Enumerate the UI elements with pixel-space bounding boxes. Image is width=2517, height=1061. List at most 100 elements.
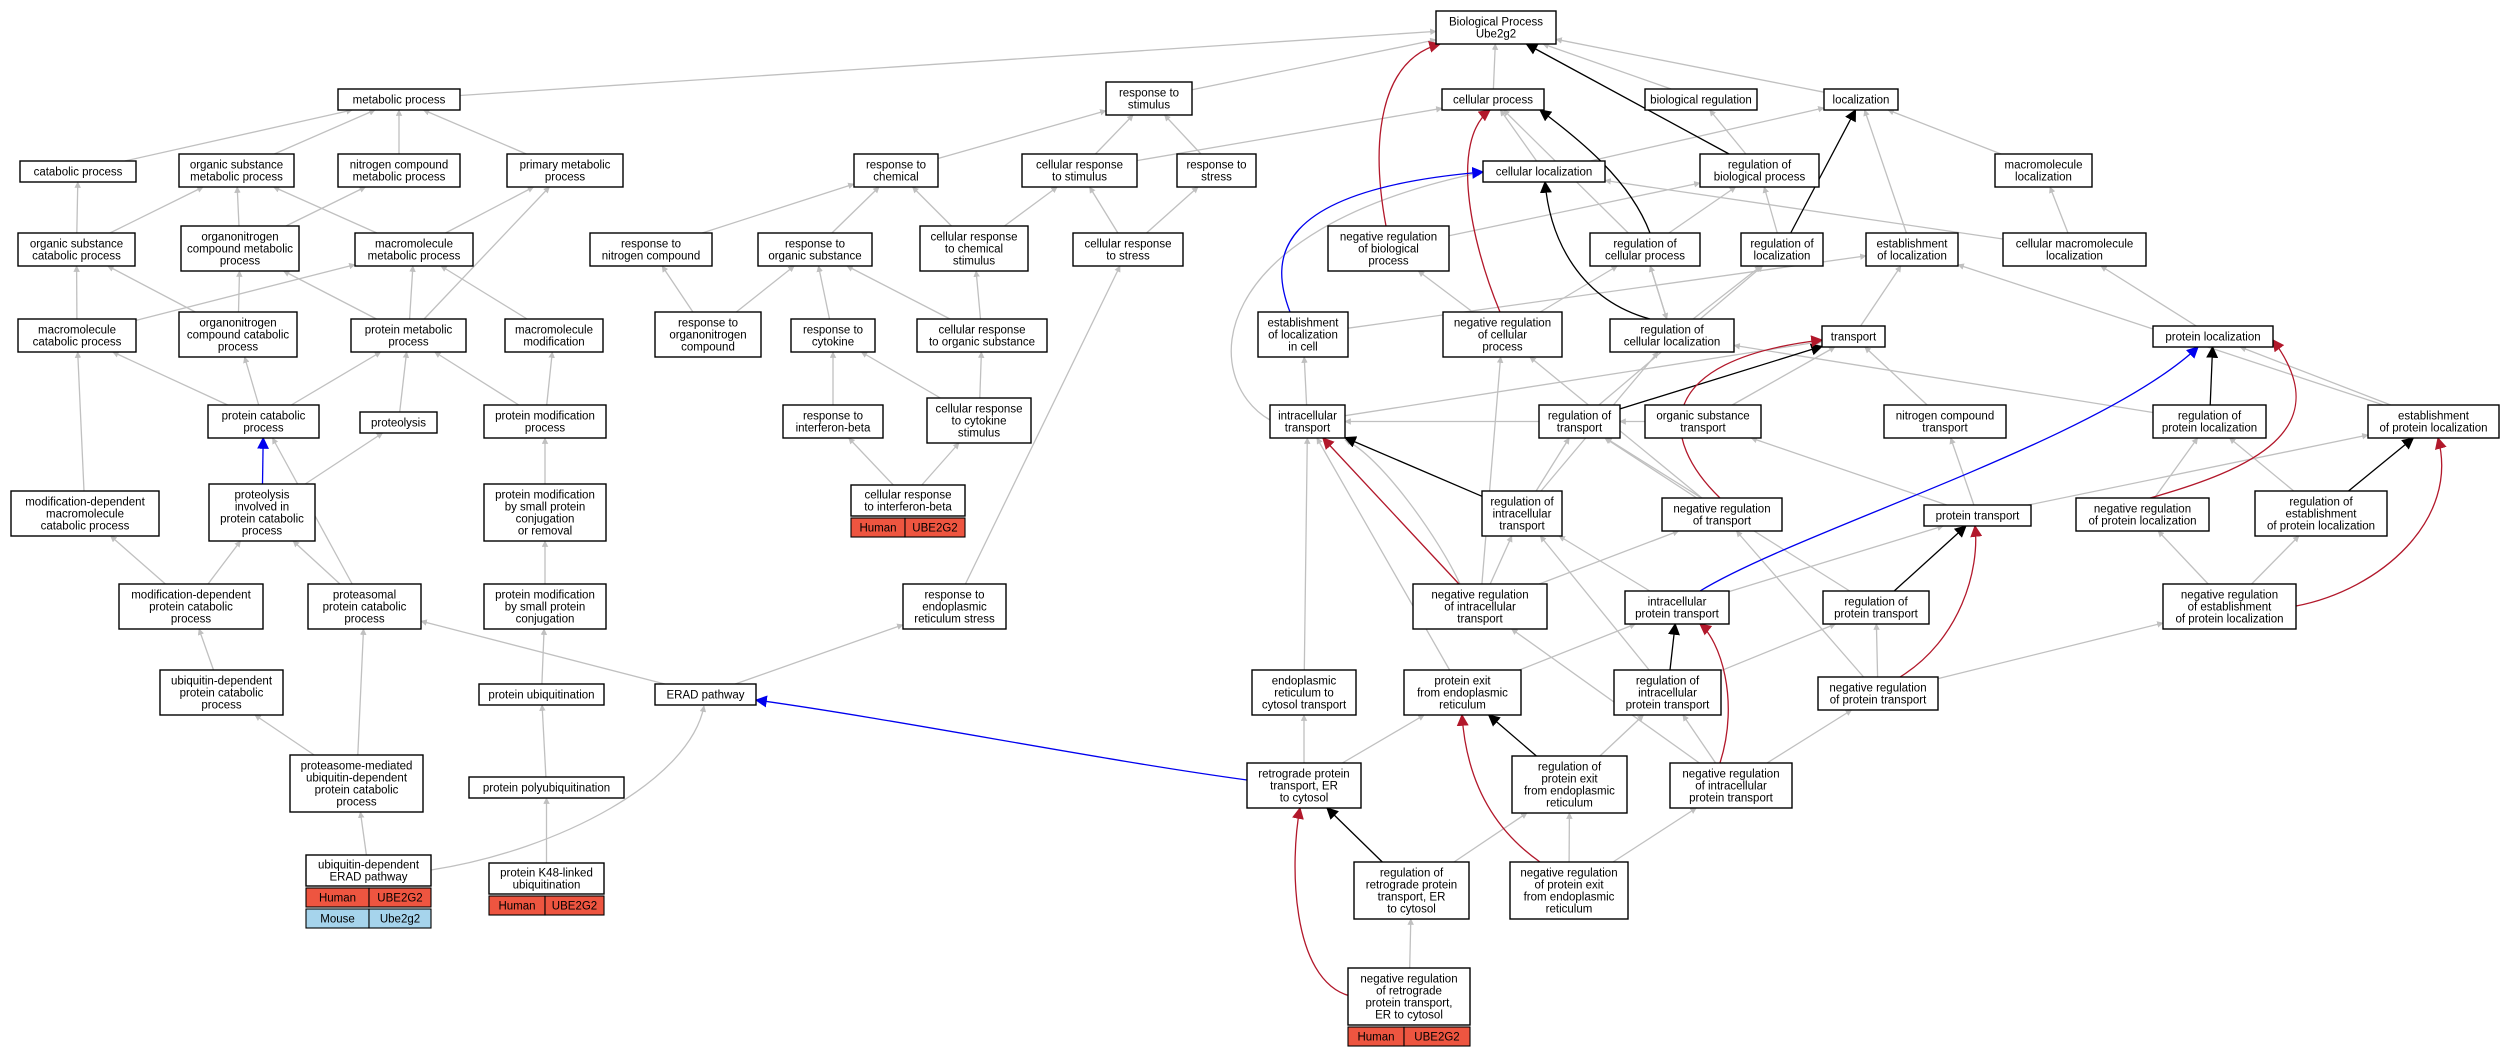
term-label-line: process bbox=[242, 526, 283, 538]
term-box bbox=[2254, 490, 2388, 537]
go-term-cell-proc[interactable]: cellular process bbox=[1441, 88, 1545, 111]
term-box bbox=[782, 404, 884, 439]
term-label-line: of transport bbox=[1693, 516, 1752, 528]
go-term-prot-polyubiq[interactable]: protein polyubiquitination bbox=[468, 776, 625, 799]
go-term-catabolic[interactable]: catabolic process bbox=[19, 160, 137, 183]
term-label-line: localization bbox=[2015, 172, 2072, 184]
edge-neg_reg_intra_prot-to-neg_reg_prot_trans bbox=[1766, 709, 1853, 764]
go-term-mod-dep-macro[interactable]: modification-dependentmacromoleculecatab… bbox=[10, 490, 160, 537]
go-term-prot-loc[interactable]: protein localization bbox=[2152, 325, 2274, 348]
go-term-proteasome-med[interactable]: proteasome-mediatedubiquitin-dependentpr… bbox=[289, 754, 424, 813]
term-label-line: ubiquitin-dependent bbox=[306, 773, 408, 785]
go-term-localization[interactable]: localization bbox=[1823, 88, 1899, 111]
term-label-line: macromolecule bbox=[46, 509, 124, 521]
term-label-line: retrograde protein bbox=[1366, 880, 1457, 892]
go-term-erad[interactable]: ERAD pathway bbox=[654, 683, 757, 706]
go-term-prot-trans[interactable]: protein transport bbox=[1923, 504, 2032, 527]
term-label-line: cellular response bbox=[1036, 160, 1123, 172]
term-label-line: cellular response bbox=[1085, 239, 1172, 251]
go-term-bio-reg[interactable]: biological regulation bbox=[1644, 88, 1758, 111]
go-term-prot-ubiq[interactable]: protein ubiquitination bbox=[478, 683, 605, 706]
go-term-metabolic[interactable]: metabolic process bbox=[337, 88, 461, 111]
edge-prot_trans-to-org_sub_trans bbox=[1750, 436, 1948, 506]
term-label-line: protein metabolic bbox=[365, 325, 453, 337]
term-label-line: of retrograde bbox=[1376, 986, 1442, 998]
go-term-cell-loc[interactable]: cellular localization bbox=[1482, 160, 1606, 183]
go-term-transport[interactable]: transport bbox=[1821, 325, 1886, 348]
go-term-proteolysis[interactable]: proteolysis bbox=[359, 411, 438, 434]
